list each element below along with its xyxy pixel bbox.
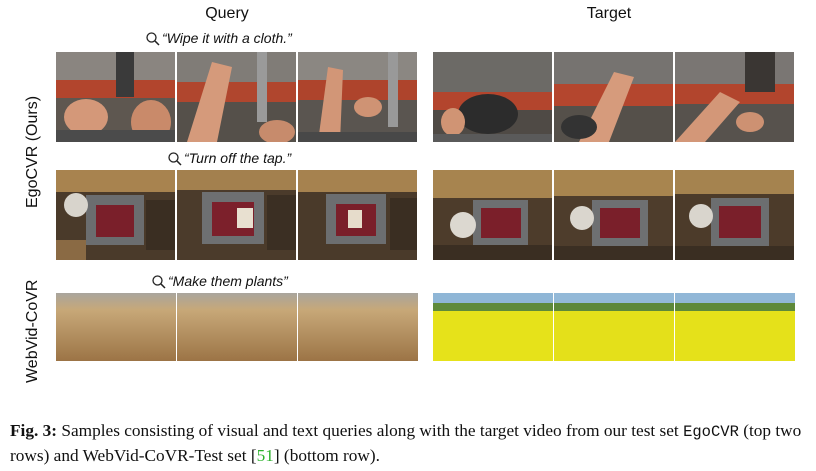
target-video-row-1 — [433, 52, 794, 142]
query-frame — [56, 293, 176, 361]
webvid-row-label: WebVid-CoVR — [24, 279, 41, 383]
query-text: “Wipe it with a cloth.” — [162, 30, 292, 46]
query-frame — [298, 170, 417, 260]
query-video-row-3 — [56, 293, 418, 361]
figure-label: Fig. 3: — [10, 421, 58, 440]
query-text: “Make them plants” — [168, 273, 288, 289]
query-frame — [177, 170, 296, 260]
target-video-row-2 — [433, 170, 794, 260]
target-frame — [554, 293, 674, 361]
query-text-row-2: “Turn off the tap.” — [168, 150, 291, 166]
magnifier-icon — [168, 151, 182, 166]
egocvr-row-label: EgoCVR (Ours) — [24, 95, 41, 208]
caption-text-2: (top two rows) and WebVid-CoVR-Test set … — [10, 421, 802, 465]
query-column-header: Query — [205, 5, 249, 22]
magnifier-icon — [152, 274, 166, 289]
query-frame — [298, 293, 418, 361]
target-frame — [554, 52, 673, 142]
query-frame — [298, 52, 417, 142]
caption-text-1: Samples consisting of visual and text qu… — [57, 421, 684, 440]
query-video-row-1 — [56, 52, 417, 142]
query-frame — [56, 52, 175, 142]
citation-link[interactable]: 51 — [256, 446, 274, 465]
query-text-row-3: “Make them plants” — [152, 273, 288, 289]
query-frame — [177, 293, 297, 361]
target-frame — [675, 170, 794, 260]
query-frame — [56, 170, 175, 260]
query-video-row-2 — [56, 170, 417, 260]
query-frame — [177, 52, 296, 142]
dataset-name: EgoCVR — [683, 423, 739, 441]
target-frame — [433, 170, 552, 260]
target-frame — [433, 52, 552, 142]
target-frame — [675, 293, 795, 361]
target-frame — [554, 170, 673, 260]
target-frame — [675, 52, 794, 142]
target-column-header: Target — [586, 5, 632, 22]
magnifier-icon — [146, 31, 160, 46]
target-frame — [433, 293, 553, 361]
query-text: “Turn off the tap.” — [184, 150, 292, 166]
figure-caption: Fig. 3: Samples consisting of visual and… — [10, 419, 808, 467]
target-video-row-3 — [433, 293, 795, 361]
query-text-row-1: “Wipe it with a cloth.” — [146, 30, 292, 46]
caption-text-3: ] (bottom row). — [273, 446, 380, 465]
